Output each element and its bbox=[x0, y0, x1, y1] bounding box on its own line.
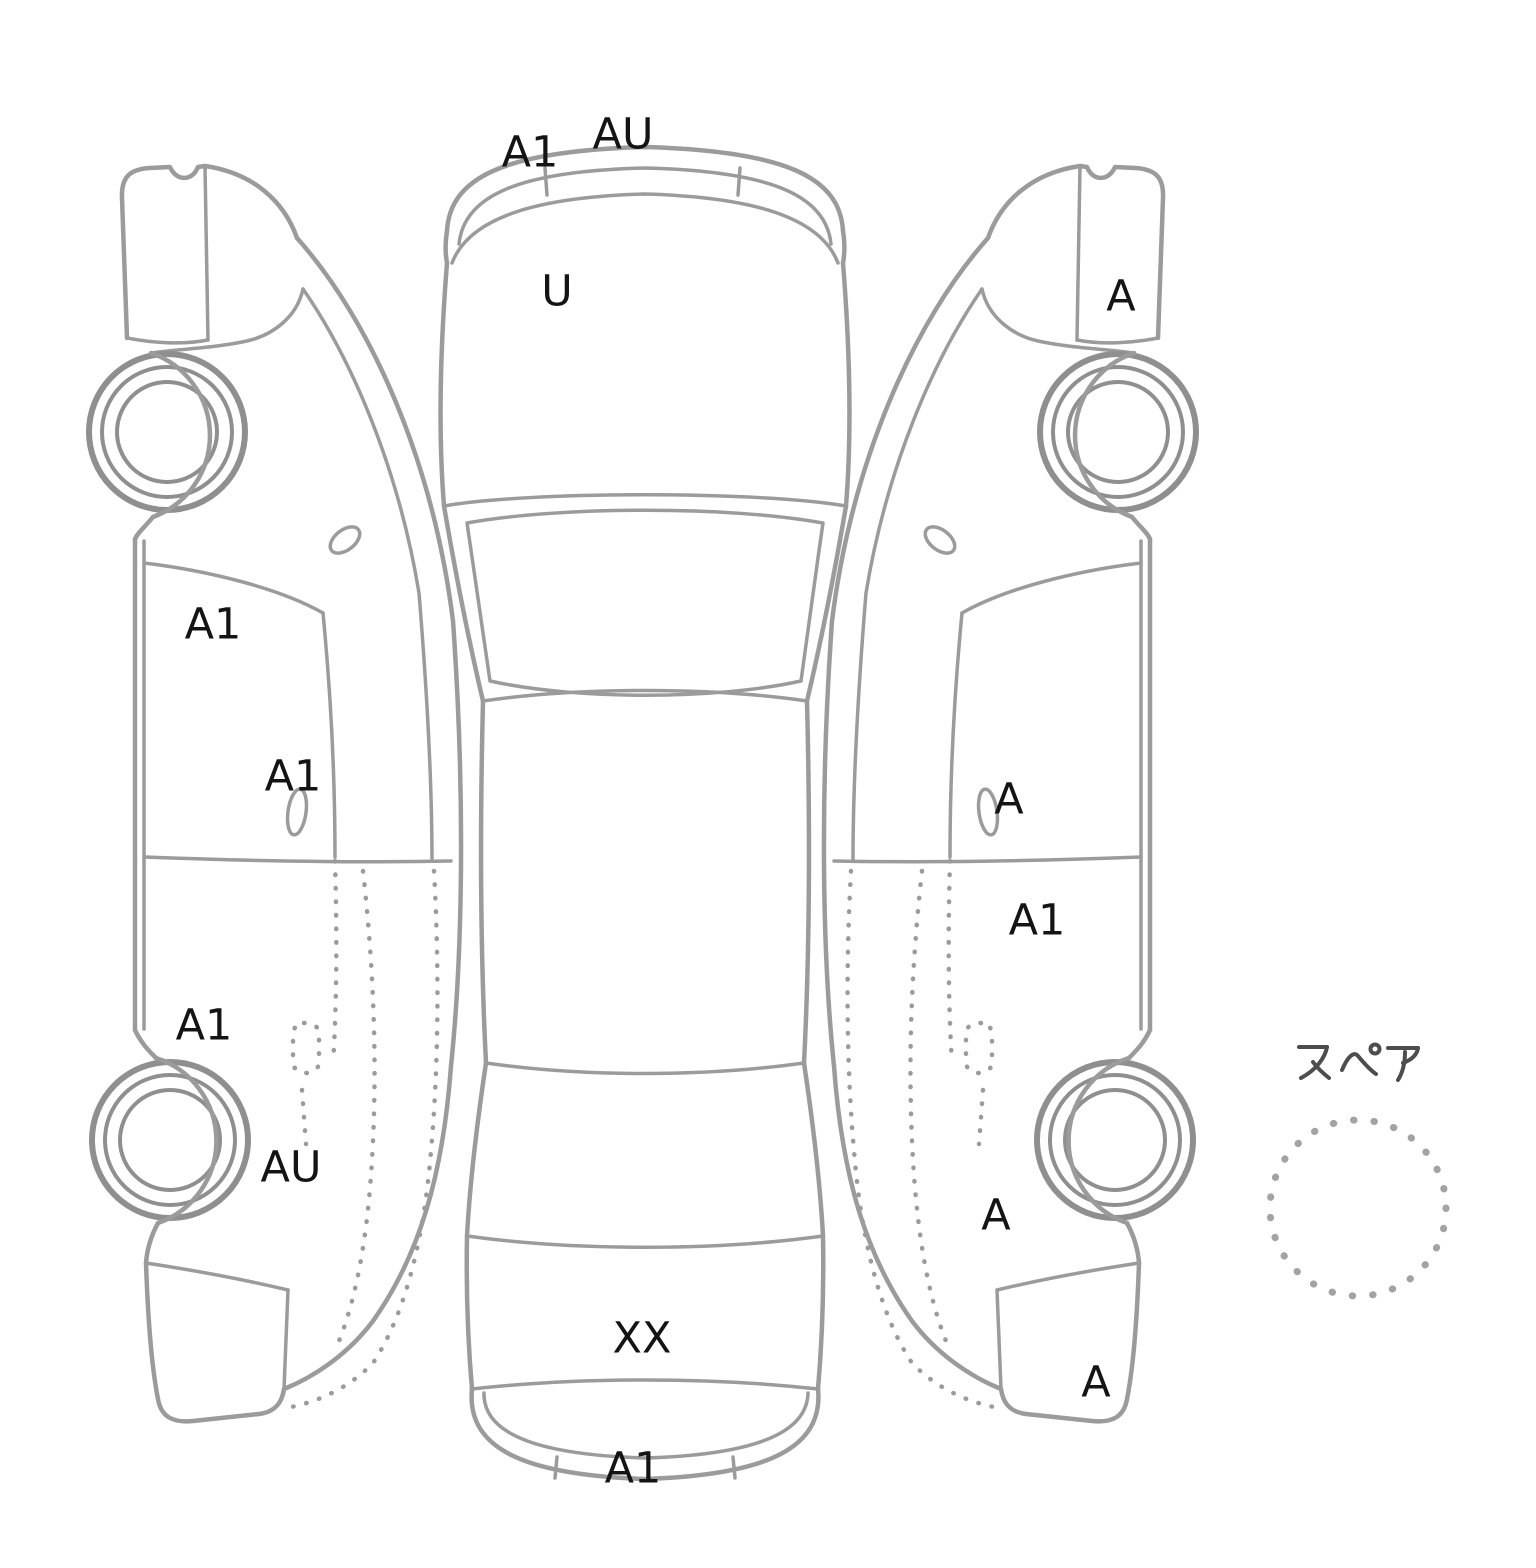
damage-code-left-rear-quarter: A1 bbox=[175, 1000, 233, 1051]
damage-code-left-front-door-handle: A1 bbox=[264, 751, 322, 802]
damage-code-front-roof-edge: AU bbox=[592, 109, 654, 160]
damage-code-right-rear-door: A1 bbox=[1008, 895, 1066, 946]
damage-code-right-front-door-handle: A bbox=[994, 774, 1024, 825]
damage-code-rear-bumper-center: XX bbox=[612, 1313, 672, 1364]
damage-code-left-front-door-upper: A1 bbox=[184, 599, 242, 650]
damage-code-front-pillar-left: A1 bbox=[501, 127, 559, 178]
top-view bbox=[438, 144, 852, 1482]
damage-code-right-rear-bumper: A bbox=[1081, 1357, 1111, 1408]
damage-code-rear-bumper-lower: A1 bbox=[604, 1443, 662, 1494]
damage-code-right-front-fender: A bbox=[1106, 271, 1136, 322]
damage-code-left-rear-wheel-arch: AU bbox=[260, 1142, 322, 1193]
damage-code-right-rear-quarter: A bbox=[981, 1190, 1011, 1241]
spare-tire-circle bbox=[1266, 1116, 1450, 1300]
spare-label bbox=[1297, 1042, 1420, 1082]
damage-code-hood: U bbox=[541, 266, 573, 317]
